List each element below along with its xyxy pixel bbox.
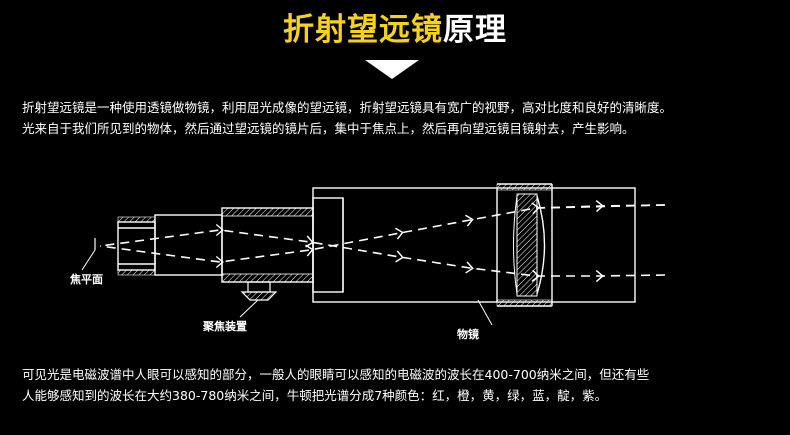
footer-line-2: 人能够感知到的波长在大约380-780纳米之间，牛顿把光谱分成7种颜色：红，橙，… xyxy=(22,388,608,403)
ray-upper-converging xyxy=(99,200,666,269)
ray-lower-converging xyxy=(99,223,666,283)
focusing-knob xyxy=(240,281,278,301)
down-arrow-icon xyxy=(365,60,419,79)
title-highlight: 折射望远镜 xyxy=(283,12,443,48)
label-focusing-device: 聚焦装置 xyxy=(202,319,247,333)
page-title: 折射望远镜原理 xyxy=(0,10,790,50)
drawtube xyxy=(221,207,314,283)
intro-line-2: 光来自于我们所见到的物体，然后通过望远镜的镜片后，集中于焦点上，然后再向望远镜目… xyxy=(22,121,635,136)
label-focal-plane: 焦平面 xyxy=(69,272,103,286)
label-objective: 物镜 xyxy=(457,327,479,341)
title-rest: 原理 xyxy=(443,12,507,48)
footer-paragraph: 可见光是电磁波谱中人眼可以感知的部分，一般人的眼睛可以感知的电磁波的波长在400… xyxy=(22,364,782,406)
footer-line-1: 可见光是电磁波谱中人眼可以感知的部分，一般人的眼睛可以感知的电磁波的波长在400… xyxy=(22,367,650,382)
refractor-diagram: 焦平面 聚焦装置 物镜 xyxy=(69,183,666,341)
intro-paragraph: 折射望远镜是一种使用透镜做物镜，利用屈光成像的望远镜，折射望远镜具有宽广的视野，… xyxy=(22,97,782,139)
intro-line-1: 折射望远镜是一种使用透镜做物镜，利用屈光成像的望远镜，折射望远镜具有宽广的视野，… xyxy=(22,100,673,115)
main-tube xyxy=(312,187,636,303)
